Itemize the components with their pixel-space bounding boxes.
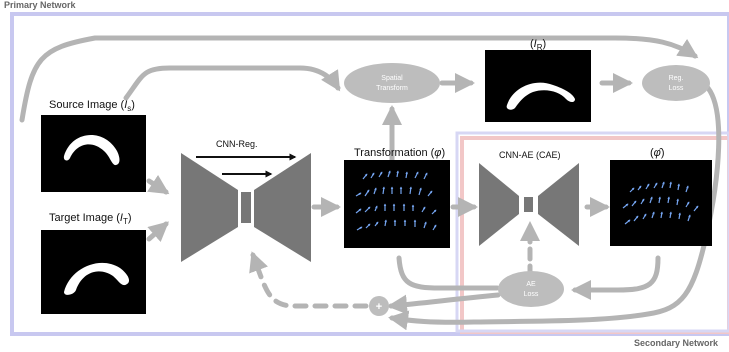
cnn-ae-decoder <box>538 163 579 246</box>
source-to-spatial-arrow <box>123 65 341 101</box>
result-image-label: (IR) <box>530 38 546 52</box>
result-shape-icon <box>506 82 575 110</box>
transformation-image <box>344 160 450 248</box>
phi-hat-label: (φ̂) <box>650 147 665 159</box>
svg-text:AE: AE <box>526 281 536 288</box>
svg-text:Reg.: Reg. <box>669 75 684 82</box>
sum-to-cnnreg-dashed-arrow <box>249 251 369 309</box>
svg-text:Loss: Loss <box>669 85 684 92</box>
cnn-ae-encoder <box>479 163 519 246</box>
svg-text:Spatial: Spatial <box>381 75 403 82</box>
reg-loss-node: Reg. Loss <box>642 65 710 101</box>
spatial-transform-node: Spatial Transform <box>344 63 440 103</box>
ae-loss-node: AE Loss <box>498 271 564 307</box>
target-image-label: Target Image (IT) <box>49 212 132 226</box>
reg-loss-to-sum-arrow <box>388 85 722 331</box>
svg-text:Loss: Loss <box>524 291 539 298</box>
target-shape-icon <box>64 262 130 295</box>
phi-hat-vector-field-icon <box>622 181 699 225</box>
source-shape-icon <box>63 135 120 166</box>
cnn-ae-label: CNN-AE (CAE) <box>499 150 561 160</box>
phi-hat-to-aeloss-arrow <box>571 255 661 300</box>
secondary-network-inner-panel <box>455 131 729 333</box>
transformation-label: Transformation (φ) <box>354 147 445 159</box>
source-image <box>41 115 146 192</box>
target-to-cnnreg-arrow <box>146 221 169 243</box>
cnn-reg-encoder <box>181 153 238 262</box>
svg-text:Transform: Transform <box>376 85 408 92</box>
transformation-vector-field-icon <box>355 170 437 231</box>
cnn-reg-decoder <box>254 153 311 262</box>
global-top-arrow <box>19 35 699 123</box>
phi-hat-image <box>610 160 712 246</box>
source-image-label: Source Image (Is) <box>49 99 135 113</box>
cnn-reg-label: CNN-Reg. <box>216 139 258 149</box>
primary-network-panel <box>10 12 729 336</box>
primary-network-label: Primary Network <box>4 0 77 10</box>
aeloss-to-sum-arrow <box>387 292 501 315</box>
cnn-ae-bottleneck <box>524 197 533 212</box>
secondary-network-label: Secondary Network <box>634 338 719 348</box>
sum-node: + <box>369 296 389 316</box>
cnn-reg-bottleneck <box>241 192 251 223</box>
svg-text:+: + <box>376 301 382 313</box>
source-to-cnnreg-arrow <box>146 174 170 195</box>
transform-to-aeloss-arrow <box>396 255 500 291</box>
